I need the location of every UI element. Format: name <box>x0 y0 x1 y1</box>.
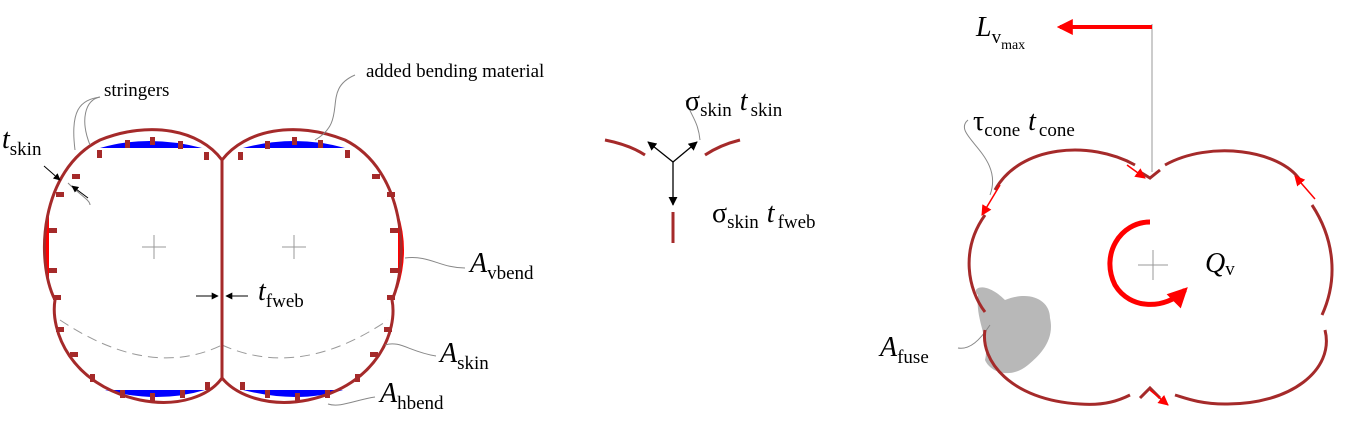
junction-skin-right <box>704 138 741 157</box>
skin-outline-left <box>42 128 224 404</box>
leader-lines <box>67 74 466 406</box>
centroid-cross-right-panel <box>1138 250 1168 280</box>
stringers <box>49 137 398 401</box>
junction-skin-left <box>604 138 646 157</box>
a-fuse-label: Afuse <box>878 332 929 368</box>
fuse-area <box>975 287 1051 374</box>
skin-dashed-left <box>59 319 223 359</box>
centroid-cross-left <box>142 235 166 259</box>
skin-dashed-right <box>221 319 389 359</box>
left-cross-section: stringers added bending material tskin t… <box>2 61 544 414</box>
a-skin-label: Askin <box>438 338 489 374</box>
a-vbend-label: Avbend <box>468 248 534 284</box>
q-v-label: Qv <box>1205 248 1235 280</box>
a-hbend-label: Ahbend <box>378 378 444 414</box>
contour <box>967 148 1334 406</box>
stringers-label: stringers <box>104 80 169 101</box>
t-skin-label: tskin <box>2 124 42 160</box>
added-bending-label: added bending material <box>366 61 544 82</box>
centroid-cross-right <box>282 235 306 259</box>
t-fweb-label: tfweb <box>258 276 304 312</box>
torque-arrow <box>1107 219 1188 309</box>
skin-outline-right <box>220 128 403 404</box>
l-vmax-label: Lvmax <box>975 12 1025 53</box>
